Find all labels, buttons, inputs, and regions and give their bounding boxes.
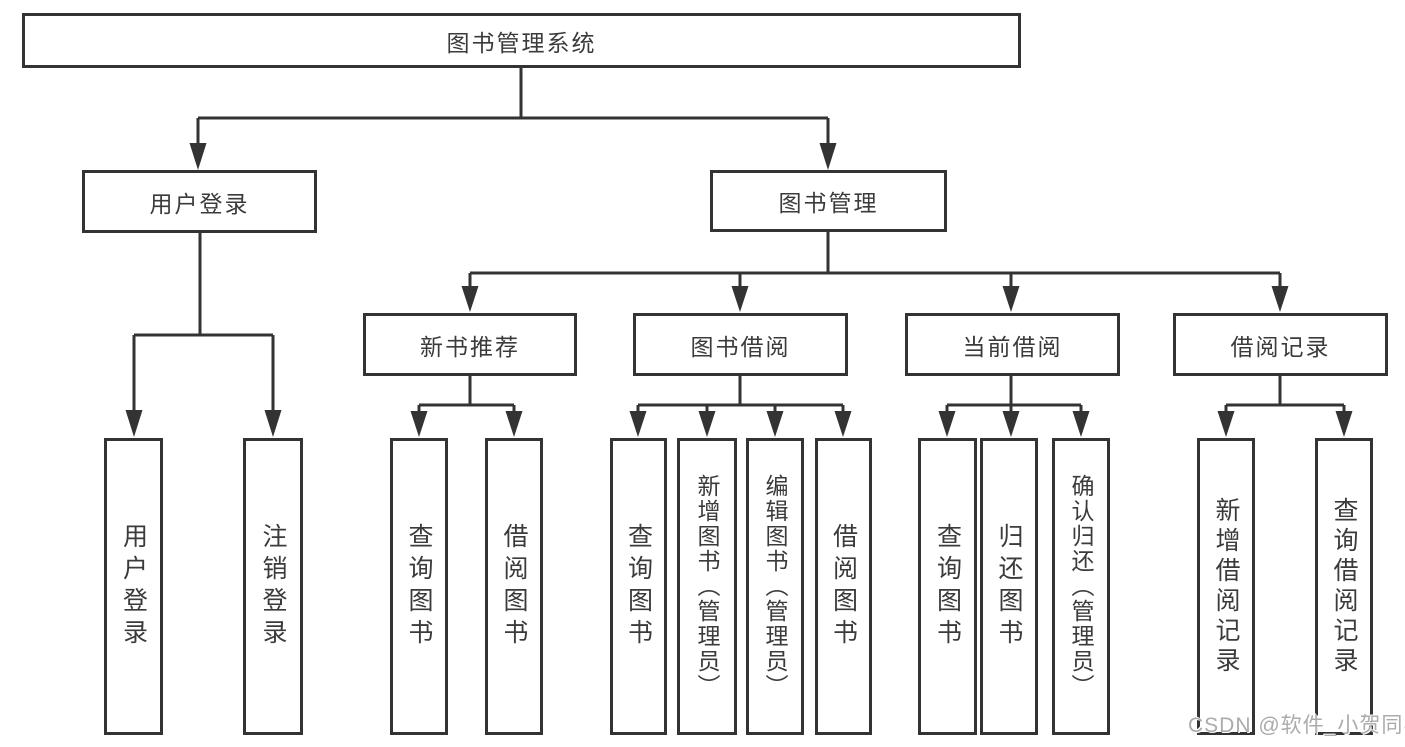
connector-bookmgmt-to-level3 [468,232,1282,287]
leaf-borrow-books-newbooks-label: 借阅图书 [500,522,528,651]
connector-line [945,376,1083,412]
node-library-system: 图书管理系统 [22,13,1021,68]
leaf-query-borrow-record: 查询借阅记录 [1315,438,1373,735]
arrow-down-icon [461,286,479,312]
arrow-down-icon [834,411,852,437]
leaf-query-books-current: 查询图书 [918,438,977,735]
leaf-query-borrow-record-label: 查询借阅记录 [1330,496,1358,677]
node-library-system-label: 图书管理系统 [446,29,597,56]
leaf-edit-book-admin-label: 编辑图书（管理员） [762,474,788,699]
arrow-down-icon [189,143,207,170]
connector-newbooks-to-leaves [417,376,516,412]
leaf-query-books-current-label: 查询图书 [933,522,962,651]
leaf-logout-label: 注销登录 [259,522,287,651]
leaf-add-book-admin-label: 新增图书（管理员） [694,474,720,699]
node-book-borrowing: 图书借阅 [633,313,848,376]
node-user-login: 用户登录 [82,170,317,233]
arrow-down-icon [938,411,956,437]
arrow-down-icon [410,411,428,437]
arrow-down-icon [1271,286,1289,312]
leaf-borrow-books-newbooks: 借阅图书 [485,438,543,735]
leaf-add-book-admin: 新增图书（管理员） [677,438,737,735]
connector-line [1224,376,1346,412]
node-current-borrowing-label: 当前借阅 [962,333,1063,360]
leaf-edit-book-admin: 编辑图书（管理员） [746,438,804,735]
node-new-book-recommend: 新书推荐 [363,313,577,376]
leaf-logout: 注销登录 [243,438,303,735]
connector-line [196,68,830,144]
leaf-borrow-books-borrowing-label: 借阅图书 [829,522,858,651]
arrow-down-icon [125,410,143,437]
leaf-return-book: 归还图书 [980,438,1038,735]
connector-records-to-leaves [1224,376,1346,412]
arrow-down-icon [629,411,647,437]
leaf-confirm-return-admin: 确认归还（管理员） [1052,438,1110,735]
connector-line [417,376,516,412]
arrow-down-icon [1335,411,1353,437]
leaf-return-book-label: 归还图书 [995,522,1023,651]
connector-borrowing-to-leaves [636,376,845,412]
node-user-login-label: 用户登录 [149,190,250,217]
leaf-add-borrow-record: 新增借阅记录 [1197,438,1255,735]
connector-line [132,233,275,411]
leaf-query-books-newbooks-label: 查询图书 [405,522,433,651]
arrow-down-icon [264,410,282,437]
node-book-borrowing-label: 图书借阅 [690,333,791,360]
arrow-down-icon [1217,411,1235,437]
arrow-down-icon [1002,286,1020,312]
connector-root-to-level2 [196,68,830,144]
leaf-borrow-books-borrowing: 借阅图书 [815,438,872,735]
arrow-down-icon [819,143,837,170]
arrow-down-icon [1072,411,1090,437]
leaf-user-login: 用户登录 [104,438,163,735]
connector-line [636,376,845,412]
node-new-book-recommend-label: 新书推荐 [420,333,520,360]
leaf-user-login-label: 用户登录 [119,522,148,651]
csdn-watermark: CSDN @软件_小贺同学 [1188,714,1405,737]
node-book-management-label: 图书管理 [778,190,879,216]
node-book-management: 图书管理 [710,170,947,232]
node-borrow-records-label: 借阅记录 [1230,333,1331,360]
connector-current-to-leaves [945,376,1083,412]
connector-line [468,232,1282,287]
arrow-down-icon [505,411,523,437]
leaf-query-books-borrowing: 查询图书 [610,438,667,735]
leaf-query-books-newbooks: 查询图书 [390,438,448,735]
arrow-down-icon [698,411,716,437]
connector-userlogin-to-leaves [132,233,275,411]
node-current-borrowing: 当前借阅 [905,313,1120,376]
leaf-query-books-borrowing-label: 查询图书 [624,522,653,651]
arrow-down-icon [1002,411,1020,437]
arrow-down-icon [766,411,784,437]
leaf-add-borrow-record-label: 新增借阅记录 [1212,496,1240,677]
leaf-confirm-return-admin-label: 确认归还（管理员） [1068,474,1094,699]
node-borrow-records: 借阅记录 [1173,313,1388,376]
arrow-down-icon [731,286,749,312]
